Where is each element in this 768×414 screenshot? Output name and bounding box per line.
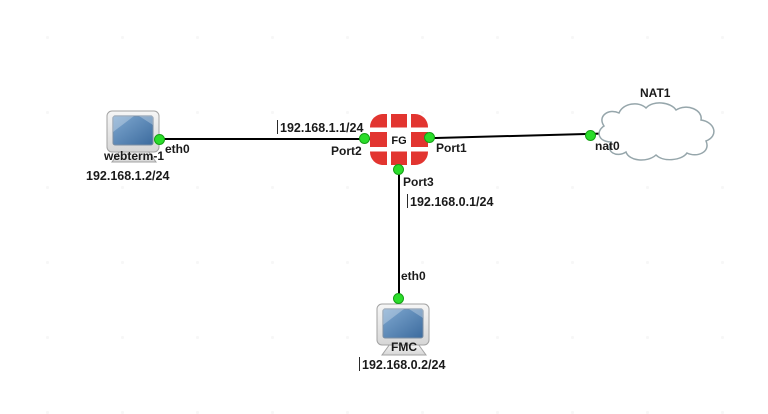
node-nat1-cloud[interactable] — [593, 100, 723, 162]
node-label-webterm-1[interactable]: webterm-1 — [103, 149, 165, 163]
firewall-hostname-label: FG — [391, 135, 406, 147]
fortinet-firewall-icon: FG — [370, 114, 428, 165]
port-label-webterm-eth0[interactable]: eth0 — [165, 142, 190, 156]
node-label-nat1[interactable]: NAT1 — [640, 86, 671, 100]
port-label-fg-port2[interactable]: Port2 — [331, 144, 362, 158]
port-dot-fg-port2 — [359, 133, 370, 144]
computer-icon — [376, 303, 430, 356]
node-fmc[interactable] — [374, 303, 434, 357]
node-fg-firewall[interactable]: FG — [370, 114, 428, 165]
ip-label-fg-port2[interactable]: 192.168.1.1/24 — [277, 120, 363, 135]
port-label-fg-port1[interactable]: Port1 — [436, 141, 467, 155]
port-label-nat1-nat0[interactable]: nat0 — [595, 139, 620, 153]
node-webterm-1[interactable] — [104, 110, 164, 164]
port-dot-fg-port1 — [424, 132, 435, 143]
port-dot-webterm-eth0 — [154, 134, 165, 145]
computer-icon — [106, 110, 160, 163]
cloud-icon — [598, 102, 715, 161]
port-label-fmc-eth0[interactable]: eth0 — [401, 269, 426, 283]
ip-label-fmc[interactable]: 192.168.0.2/24 — [359, 357, 445, 372]
ip-label-webterm[interactable]: 192.168.1.2/24 — [86, 169, 170, 183]
ip-label-fg-port3[interactable]: 192.168.0.1/24 — [407, 194, 493, 209]
port-dot-nat1-nat0 — [585, 130, 596, 141]
port-dot-fg-port3 — [393, 164, 404, 175]
port-label-fg-port3[interactable]: Port3 — [403, 175, 434, 189]
node-label-fmc[interactable]: FMC — [391, 340, 417, 354]
port-dot-fmc-eth0 — [393, 293, 404, 304]
